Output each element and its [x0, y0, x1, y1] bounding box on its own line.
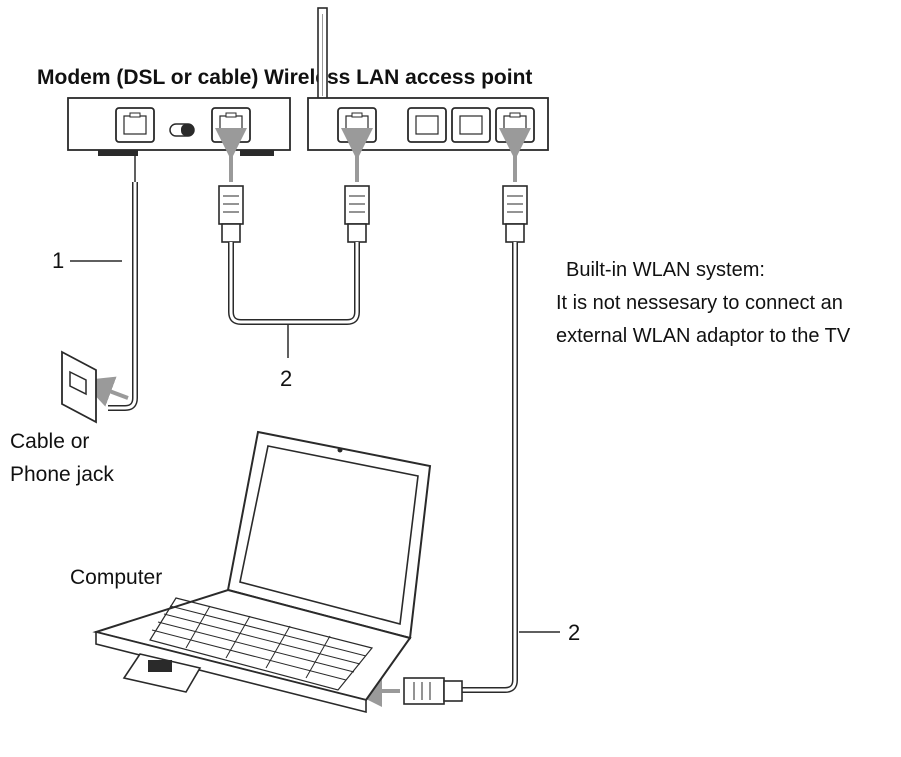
jack-label-line-2: Phone jack [10, 463, 114, 486]
rj45-plug-right [344, 185, 370, 243]
ap-lan-port-2 [451, 107, 491, 143]
antenna [317, 7, 328, 101]
jack-label-line-1: Cable or [10, 430, 89, 453]
diagram-title: Modem (DSL or cable) Wireless LAN access… [37, 66, 532, 89]
cable-2-modem-to-ap [215, 128, 373, 358]
rj45-plug-ap [502, 185, 528, 243]
modem-switch [169, 123, 195, 137]
cable-2-ap-to-computer [350, 128, 560, 707]
wall-jack [61, 350, 97, 424]
wireless-access-point [307, 97, 549, 151]
note-line-2: It is not nessesary to connect an [556, 292, 843, 314]
modem [67, 97, 291, 156]
modem-lan-port [211, 107, 251, 143]
laptop-computer [92, 430, 432, 714]
computer-label: Computer [70, 566, 162, 589]
cable-1-phone-line [81, 150, 138, 411]
rj45-plug-left [218, 185, 244, 243]
ap-wan-port [337, 107, 377, 143]
callout-2-bottom: 2 [568, 620, 580, 645]
modem-line-port [115, 107, 155, 143]
note-line-3: external WLAN adaptor to the TV [556, 325, 851, 347]
callout-1: 1 [52, 248, 64, 273]
ap-lan-port-3 [495, 107, 535, 143]
callout-2-top: 2 [280, 366, 292, 391]
ap-lan-port-1 [407, 107, 447, 143]
rj45-plug-computer [403, 677, 463, 705]
note-line-1: Built-in WLAN system: [566, 259, 765, 281]
